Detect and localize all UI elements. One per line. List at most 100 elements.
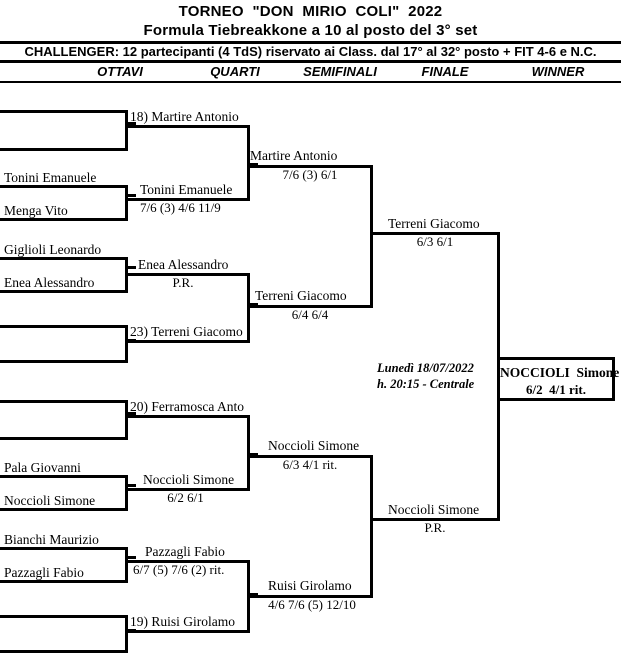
header-divider-top [0,41,621,44]
r2-line-5 [128,415,250,418]
player-slot-14: Pazzagli Fabio [4,565,84,580]
r2-line-1 [128,125,250,128]
r1-connector-b [125,185,128,221]
r2-score-6: 6/2 6/1 [167,490,204,505]
r4-line-1 [373,232,500,235]
r4-score-2: P.R. [424,520,446,535]
r1-connector-g [125,547,128,583]
r3-score-3: 6/3 4/1 rit. [282,457,338,472]
winner-box: NOCCIOLI Simone 6/2 4/1 rit. [497,357,620,401]
r1-line-slot2 [0,148,128,151]
final-time-court: h. 20:15 - Centrale [377,377,475,391]
r2-line-3 [128,273,250,276]
r1-stub-f [125,484,136,487]
r1-line-slot10 [0,437,128,440]
r1-connector-a [125,110,128,151]
tournament-title: TORNEO "DON MIRIO COLI" 2022 [178,3,443,20]
r3-winner-4: Ruisi Girolamo [268,578,352,593]
r1-line-slot14 [0,580,128,583]
player-slot-3: Tonini Emanuele [4,170,97,185]
r2-line-7 [128,560,250,563]
r2-winner-7: Pazzagli Fabio [145,544,225,559]
round-label-winner: WINNER [531,64,585,79]
r1-line-slot4 [0,218,128,221]
r2-stub-bot-a [247,453,258,456]
r1-line-slot9 [0,400,128,403]
r3-line-3 [250,455,373,458]
r1-line-slot1 [0,110,128,113]
r2-score-7: 6/7 (5) 7/6 (2) rit. [133,562,225,577]
r3-winner-1: Martire Antonio [250,148,338,163]
round-label-semifinali: SEMIFINALI [303,64,377,79]
r4-winner-2: Noccioli Simone [388,502,480,517]
round-label-finale: FINALE [421,64,469,79]
winner-name: NOCCIOLI Simone [500,365,620,380]
winner-score: 6/2 4/1 rit. [526,382,586,397]
r1-connector-h [125,615,128,653]
r1-line-slot12 [0,508,128,511]
r3-score-2: 6/4 6/4 [291,307,329,322]
r1-stub-a [125,122,136,125]
r3-connector-top [370,165,373,308]
round-label-ottavi: OTTAVI [97,64,143,79]
r1-line-slot15 [0,615,128,618]
r3-line-4 [250,595,373,598]
r2-connector-top-b [247,273,250,343]
r1-line-slot6 [0,290,128,293]
player-slot-11: Pala Giovanni [4,460,81,475]
r2-winner-1: 18) Martire Antonio [130,109,239,124]
r1-stub-c [125,266,136,269]
r4-score-1: 6/3 6/1 [416,234,454,249]
r2-connector-bot-b [247,560,250,633]
r2-winner-5: 20) Ferramosca Anto [130,399,244,414]
r1-line-slot16 [0,650,128,653]
r2-line-6 [128,488,250,491]
r2-score-3: P.R. [172,275,194,290]
player-slot-12: Noccioli Simone [4,493,96,508]
r3-winner-3: Noccioli Simone [268,438,360,453]
challenger-info: CHALLENGER: 12 partecipanti (4 TdS) rise… [24,44,597,59]
round-label-quarti: QUARTI [210,64,260,79]
r2-score-2: 7/6 (3) 4/6 11/9 [140,200,221,215]
r2-winner-6: Noccioli Simone [143,472,235,487]
r4-line-2 [373,518,500,521]
r1-connector-c [125,257,128,293]
r2-winner-4: 23) Terreni Giacomo [130,324,243,339]
header-divider-bottom [0,81,621,83]
r1-stub-b [125,194,136,197]
header-divider-middle [0,60,621,63]
player-slot-6: Enea Alessandro [4,275,95,290]
final-date: Lunedì 18/07/2022 [377,361,474,375]
r1-stub-e [125,412,136,415]
r3-winner-2: Terreni Giacomo [255,288,347,303]
r4-winner-1: Terreni Giacomo [388,216,480,231]
r1-line-slot13 [0,547,128,550]
r1-line-slot8 [0,360,128,363]
tournament-subtitle: Formula Tiebreakkone a 10 al posto del 3… [143,22,478,39]
player-slot-5: Giglioli Leonardo [4,242,102,257]
r1-line-slot11 [0,475,128,478]
r1-stub-g [125,556,136,559]
player-slot-4: Menga Vito [4,203,68,218]
r2-winner-2: Tonini Emanuele [140,182,233,197]
r1-connector-f [125,475,128,511]
r3-score-1: 7/6 (3) 6/1 [282,167,338,182]
r2-line-2 [128,198,250,201]
r2-stub-top-b [247,303,258,306]
r2-stub-top-a [247,163,258,166]
r3-line-2 [250,305,373,308]
r3-connector-bot [370,455,373,598]
r2-line-8 [128,630,250,633]
r1-connector-d [125,325,128,363]
r2-winner-8: 19) Ruisi Girolamo [130,614,235,629]
r1-connector-e [125,400,128,440]
r1-line-slot7 [0,325,128,328]
r3-score-4: 4/6 7/6 (5) 12/10 [268,597,356,612]
r2-winner-3: Enea Alessandro [138,257,229,272]
r3-line-1 [250,165,373,168]
r2-line-4 [128,340,250,343]
player-slot-13: Bianchi Maurizio [4,532,99,547]
r1-line-slot3 [0,185,128,188]
r1-line-slot5 [0,257,128,260]
